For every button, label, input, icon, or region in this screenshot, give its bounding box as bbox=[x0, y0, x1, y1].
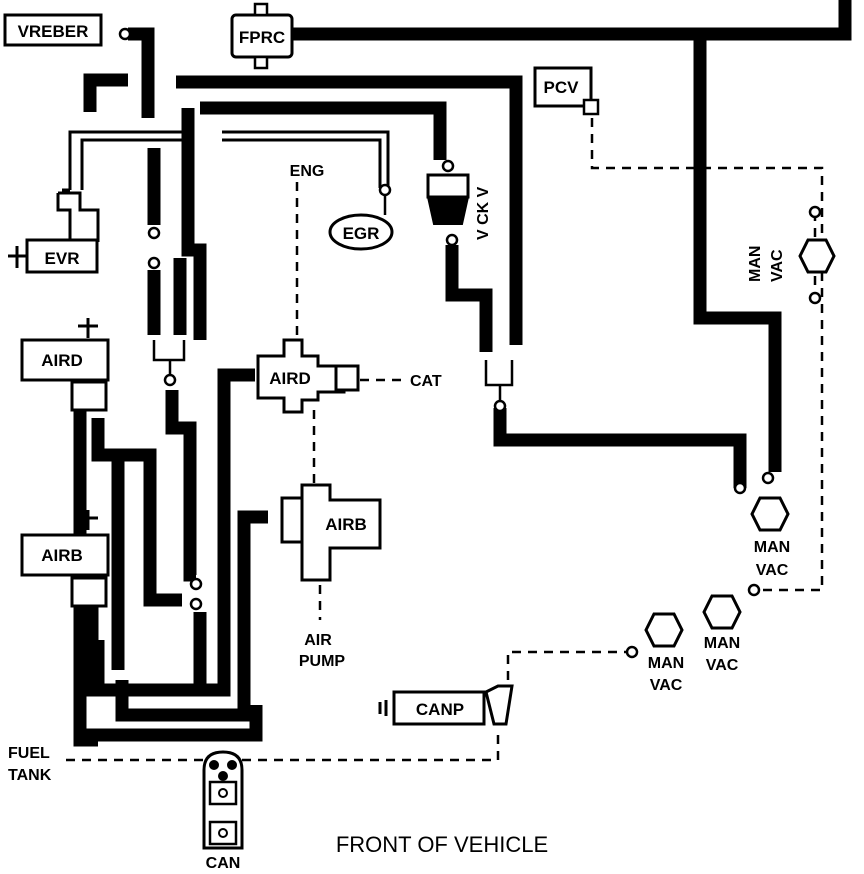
dash-canp bbox=[506, 650, 630, 680]
vreber-component: VREBER bbox=[3, 13, 132, 47]
hose-junction-manvac bbox=[493, 408, 747, 488]
hose-fprc-main bbox=[292, 27, 782, 472]
vckv-component: V CK V bbox=[426, 159, 492, 247]
vacuum-hoses bbox=[73, 0, 852, 747]
air-pump-label-1: AIR bbox=[304, 632, 332, 649]
man-vac-c-label-2: VAC bbox=[650, 677, 683, 694]
canp-label: CANP bbox=[416, 700, 464, 719]
front-of-vehicle-label: FRONT OF VEHICLE bbox=[336, 832, 548, 857]
hose-vckv-top bbox=[176, 75, 523, 345]
man-vac-a-label-2: VAC bbox=[756, 562, 789, 579]
air-pump-label-2: PUMP bbox=[299, 653, 346, 670]
aird-left-component: AIRD bbox=[20, 318, 110, 412]
man-vac-upper: MAN VAC bbox=[747, 205, 836, 305]
hose-vckv-inner bbox=[181, 108, 207, 340]
dash-pcv bbox=[590, 118, 824, 592]
aird-center-component: AIRD bbox=[256, 338, 360, 414]
man-vac-c-label-1: MAN bbox=[648, 655, 684, 672]
hose-vckv-bottom bbox=[445, 245, 493, 352]
airb-center-label: AIRB bbox=[325, 515, 367, 534]
hose-airb-lower-2 bbox=[85, 600, 207, 697]
tube-evr-link bbox=[56, 191, 100, 242]
pcv-label: PCV bbox=[544, 78, 580, 97]
fittings bbox=[147, 226, 775, 611]
man-vac-a: MAN VAC bbox=[750, 496, 790, 579]
eng-label: ENG bbox=[290, 163, 325, 180]
airb-left-label: AIRB bbox=[41, 546, 83, 565]
hose-vckv-link bbox=[200, 101, 447, 160]
hose-airb-left-a bbox=[91, 418, 182, 607]
airb-center-component: AIRB bbox=[280, 483, 382, 582]
vckv-label: V CK V bbox=[475, 186, 492, 240]
man-vac-b-label-1: MAN bbox=[704, 635, 740, 652]
hose-airb-lower bbox=[73, 600, 263, 742]
double-tubes bbox=[56, 130, 390, 242]
fprc-component: FPRC bbox=[230, 2, 294, 70]
man-vac-upper-label-1: MAN bbox=[747, 246, 764, 282]
aird-center-label: AIRD bbox=[269, 369, 311, 388]
fprc-label: FPRC bbox=[239, 28, 285, 47]
man-vac-b-label-2: VAC bbox=[706, 657, 739, 674]
fuel-tank-label-1: FUEL bbox=[8, 745, 50, 762]
can-component: CAN bbox=[202, 750, 244, 872]
fuel-tank-label-2: TANK bbox=[8, 767, 52, 784]
tube-evr-top bbox=[62, 130, 184, 192]
hose-airb-center bbox=[115, 510, 268, 722]
airb-left-component: AIRB bbox=[20, 510, 110, 608]
pcv-component: PCV bbox=[533, 66, 600, 116]
man-vac-upper-label-2: VAC bbox=[769, 249, 786, 282]
evr-label: EVR bbox=[45, 249, 80, 268]
hose-aird-left bbox=[165, 390, 197, 582]
hose-vreber bbox=[128, 27, 155, 118]
vreber-label: VREBER bbox=[18, 22, 89, 41]
aird-left-label: AIRD bbox=[41, 351, 83, 370]
hose-left-top bbox=[83, 73, 128, 112]
evr-component: EVR bbox=[8, 238, 99, 274]
can-label: CAN bbox=[206, 855, 241, 872]
tube-egr bbox=[222, 130, 390, 188]
cat-label: CAT bbox=[410, 373, 442, 390]
egr-component: EGR bbox=[328, 183, 394, 251]
man-vac-c: MAN VAC bbox=[625, 612, 684, 694]
man-vac-a-label-1: MAN bbox=[754, 539, 790, 556]
egr-label: EGR bbox=[343, 224, 380, 243]
canp-component: CANP bbox=[378, 684, 514, 726]
man-vac-b: MAN VAC bbox=[702, 583, 761, 674]
